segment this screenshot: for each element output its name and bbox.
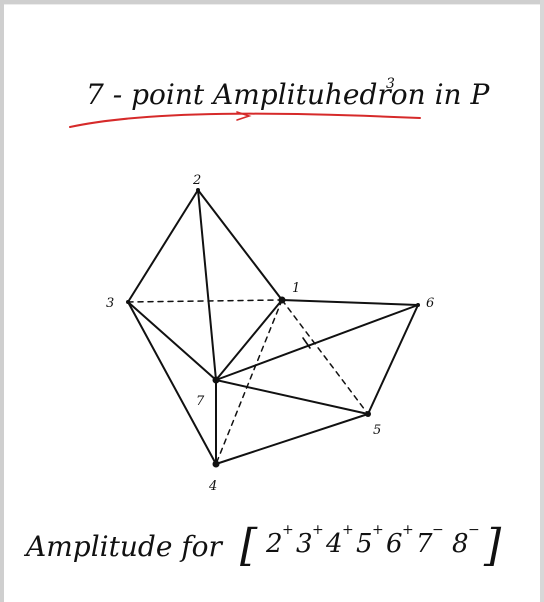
polytope (127, 189, 419, 465)
vertex-dot-2 (196, 188, 200, 192)
edge-7-5 (215, 379, 369, 415)
formula-term-base: 6 (386, 529, 403, 559)
edge-2-7 (197, 189, 217, 381)
edge-3-4 (127, 301, 217, 465)
vertex-dot-1 (278, 296, 286, 304)
crossing-tick (302, 337, 311, 349)
vertex-label-6: 6 (426, 296, 434, 311)
formula-term-sign: − (468, 522, 480, 538)
edge-2-3 (127, 189, 199, 303)
vertex-label-7: 7 (196, 394, 205, 409)
formula-term-sign: + (282, 522, 294, 538)
red-arrowhead (236, 111, 252, 121)
formula-term-sign: + (342, 522, 354, 538)
vertex-label-4: 4 (208, 479, 217, 494)
edge-3-7 (127, 301, 217, 381)
formula-term-base: 2 (265, 529, 283, 559)
formula-open-bracket: [ (240, 520, 258, 571)
formula-close-bracket: ] (483, 520, 502, 571)
formula-term-sign: − (432, 522, 444, 538)
formula-term-base: 7 (416, 529, 433, 559)
formula-term-sign: + (372, 522, 384, 538)
vertex-dot-3 (126, 300, 130, 304)
left-border (0, 0, 4, 602)
dashed-edge-3-1 (127, 299, 283, 303)
vertex-label-1: 1 (292, 281, 300, 296)
vertex-dots (126, 188, 420, 468)
vertex-labels: 1 2 3 4 5 6 7 (106, 173, 434, 494)
dashed-edge-1-4 (215, 299, 283, 465)
formula-prefix: Amplitude for (23, 530, 224, 563)
title-group: 7 - point Amplituhedron in P 3 (86, 76, 490, 111)
formula-term-sign: + (402, 522, 414, 538)
edge-4-5 (215, 413, 369, 465)
vertex-dot-7 (212, 376, 220, 384)
formula-group: Amplitude for [ 2 + 3 + 4 + 5 + 6 + 7 − … (23, 520, 502, 571)
title-underline (69, 111, 421, 128)
page-title: 7 - point Amplituhedron in P (86, 78, 490, 111)
vertex-dot-6 (416, 303, 420, 307)
edge-1-7 (215, 299, 283, 381)
inner-border (4, 4, 540, 5)
right-border (540, 0, 544, 602)
edge-1-6 (281, 299, 419, 306)
formula-term-base: 5 (356, 529, 373, 559)
edge-6-5 (367, 304, 419, 415)
formula-term-base: 3 (296, 529, 313, 559)
vertex-dot-4 (212, 460, 220, 468)
formula-term-base: 4 (325, 529, 343, 559)
vertex-label-5: 5 (373, 423, 381, 438)
formula-term-sign: + (312, 522, 324, 538)
edge-7-6 (215, 304, 419, 381)
title-exponent: 3 (386, 76, 395, 92)
vertex-label-3: 3 (106, 296, 114, 311)
dashed-edge-1-5 (281, 299, 369, 415)
hidden-edges (127, 299, 369, 465)
formula-term-base: 8 (452, 529, 469, 559)
vertex-dot-5 (365, 411, 371, 417)
vertex-label-2: 2 (192, 173, 201, 188)
edge-2-1 (197, 189, 283, 301)
top-border (0, 0, 544, 4)
red-underline-stroke (69, 112, 421, 128)
